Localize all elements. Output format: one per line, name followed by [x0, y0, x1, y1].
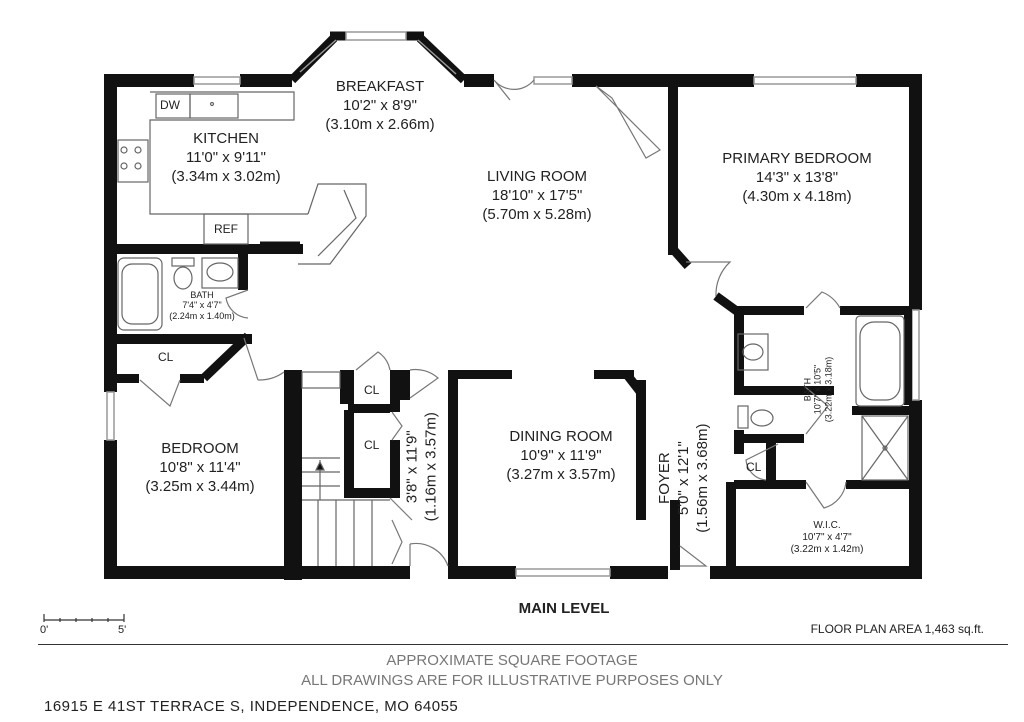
room-bath-hall: BATH 7'4" x 4'7" (2.24m x 1.40m) — [160, 290, 244, 321]
dishwasher-label: DW — [160, 98, 180, 112]
room-primary-bedroom: PRIMARY BEDROOM 14'3" x 13'8" (4.30m x 4… — [706, 150, 888, 206]
room-dim-m: (5.70m x 5.28m) — [482, 205, 592, 223]
room-kitchen: KITCHEN 11'0" x 9'11" (3.34m x 3.02m) — [156, 130, 296, 186]
room-dim-ft: 10'7" x 4'7" — [802, 532, 852, 543]
closet-label-bedroom: CL — [158, 350, 174, 364]
room-dim-ft: 10'7" x 10'5" — [812, 364, 823, 415]
bay-window — [288, 31, 468, 84]
room-name: PRIMARY BEDROOM — [722, 150, 872, 167]
diagonal-walls — [200, 241, 741, 397]
disclaimer-line-2: ALL DRAWINGS ARE FOR ILLUSTRATIVE PURPOS… — [301, 671, 723, 689]
room-dim-ft: 3'8" x 11'9" — [403, 430, 421, 504]
bath-fixtures — [117, 257, 909, 481]
disclaimer-line-1: APPROXIMATE SQUARE FOOTAGE — [386, 652, 638, 669]
room-name: DINING ROOM — [509, 428, 613, 445]
room-name: BATH — [802, 377, 813, 402]
room-name: FOYER — [655, 452, 673, 504]
room-dim-m: (2.24m x 1.40m) — [169, 310, 235, 321]
room-dim-ft: 10'2" x 8'9" — [343, 96, 417, 114]
exterior-walls — [104, 74, 922, 579]
room-dim-m: (1.56m x 3.68m) — [693, 423, 711, 533]
stairs — [301, 371, 390, 566]
kitchen-counters — [117, 91, 367, 265]
room-dim-m: (3.27m x 3.57m) — [506, 465, 616, 483]
room-foyer: FOYER 5'0" x 12'1" (1.56m x 3.68m) — [656, 408, 712, 548]
room-dim-m: (3.22m x 1.42m) — [790, 544, 864, 555]
closet-label-hall-1: CL — [364, 383, 380, 397]
scale-bar — [43, 614, 125, 622]
room-name: BATH — [190, 290, 214, 300]
room-bath-primary: BATH 10'7" x 10'5" (3.22m x 3.18m) — [802, 340, 833, 440]
room-dim-ft: 18'10" x 17'5" — [491, 186, 583, 204]
room-name: KITCHEN — [193, 130, 259, 147]
room-dim-m: (4.30m x 4.18m) — [742, 187, 852, 205]
closet-label-hall-2: CL — [364, 438, 380, 452]
door-swings — [139, 79, 847, 567]
room-dining: DINING ROOM 10'9" x 11'9" (3.27m x 3.57m… — [490, 428, 632, 484]
room-living: LIVING ROOM 18'10" x 17'5" (5.70m x 5.28… — [466, 168, 608, 224]
disclaimer: APPROXIMATE SQUARE FOOTAGE ALL DRAWINGS … — [212, 651, 812, 690]
room-wic: W.I.C. 10'7" x 4'7" (3.22m x 1.42m) — [782, 520, 872, 556]
room-dim-ft: 7'4" x 4'7" — [182, 300, 222, 311]
room-dim-ft: 10'9" x 11'9" — [520, 446, 602, 464]
room-hall: 3'8" x 11'9" (1.16m x 3.57m) — [403, 399, 441, 535]
room-name: LIVING ROOM — [486, 168, 587, 185]
room-dim-m: (1.16m x 3.57m) — [422, 412, 439, 522]
room-dim-ft: 5'0" x 12'1" — [674, 441, 692, 516]
closet-label-primary-bath: CL — [746, 460, 762, 474]
room-dim-m: (3.25m x 3.44m) — [145, 477, 255, 495]
refrigerator-label: REF — [214, 222, 238, 236]
scale-end-label: 5' — [118, 624, 127, 636]
floor-area: FLOOR PLAN AREA 1,463 sq.ft. — [810, 622, 984, 636]
interior-walls — [117, 87, 912, 580]
room-dim-m: (3.10m x 2.66m) — [325, 115, 435, 133]
room-dim-ft: 11'0" x 9'11" — [185, 148, 267, 166]
address: 16915 E 41ST TERRACE S, INDEPENDENCE, MO… — [44, 698, 459, 715]
level-label: MAIN LEVEL — [518, 600, 610, 617]
room-dim-m: (3.34m x 3.02m) — [171, 167, 281, 185]
room-dim-ft: 14'3" x 13'8" — [755, 168, 839, 186]
footer-divider — [38, 644, 1008, 645]
room-dim-ft: 10'8" x 11'4" — [159, 458, 241, 476]
room-name: BEDROOM — [161, 440, 239, 457]
room-dim-m: (3.22m x 3.18m) — [823, 356, 834, 423]
room-name: W.I.C. — [813, 520, 841, 531]
scale-start-label: 0' — [40, 624, 49, 636]
room-name: BREAKFAST — [335, 78, 425, 95]
room-bedroom: BEDROOM 10'8" x 11'4" (3.25m x 3.44m) — [132, 440, 268, 496]
room-breakfast: BREAKFAST 10'2" x 8'9" (3.10m x 2.66m) — [312, 78, 448, 134]
